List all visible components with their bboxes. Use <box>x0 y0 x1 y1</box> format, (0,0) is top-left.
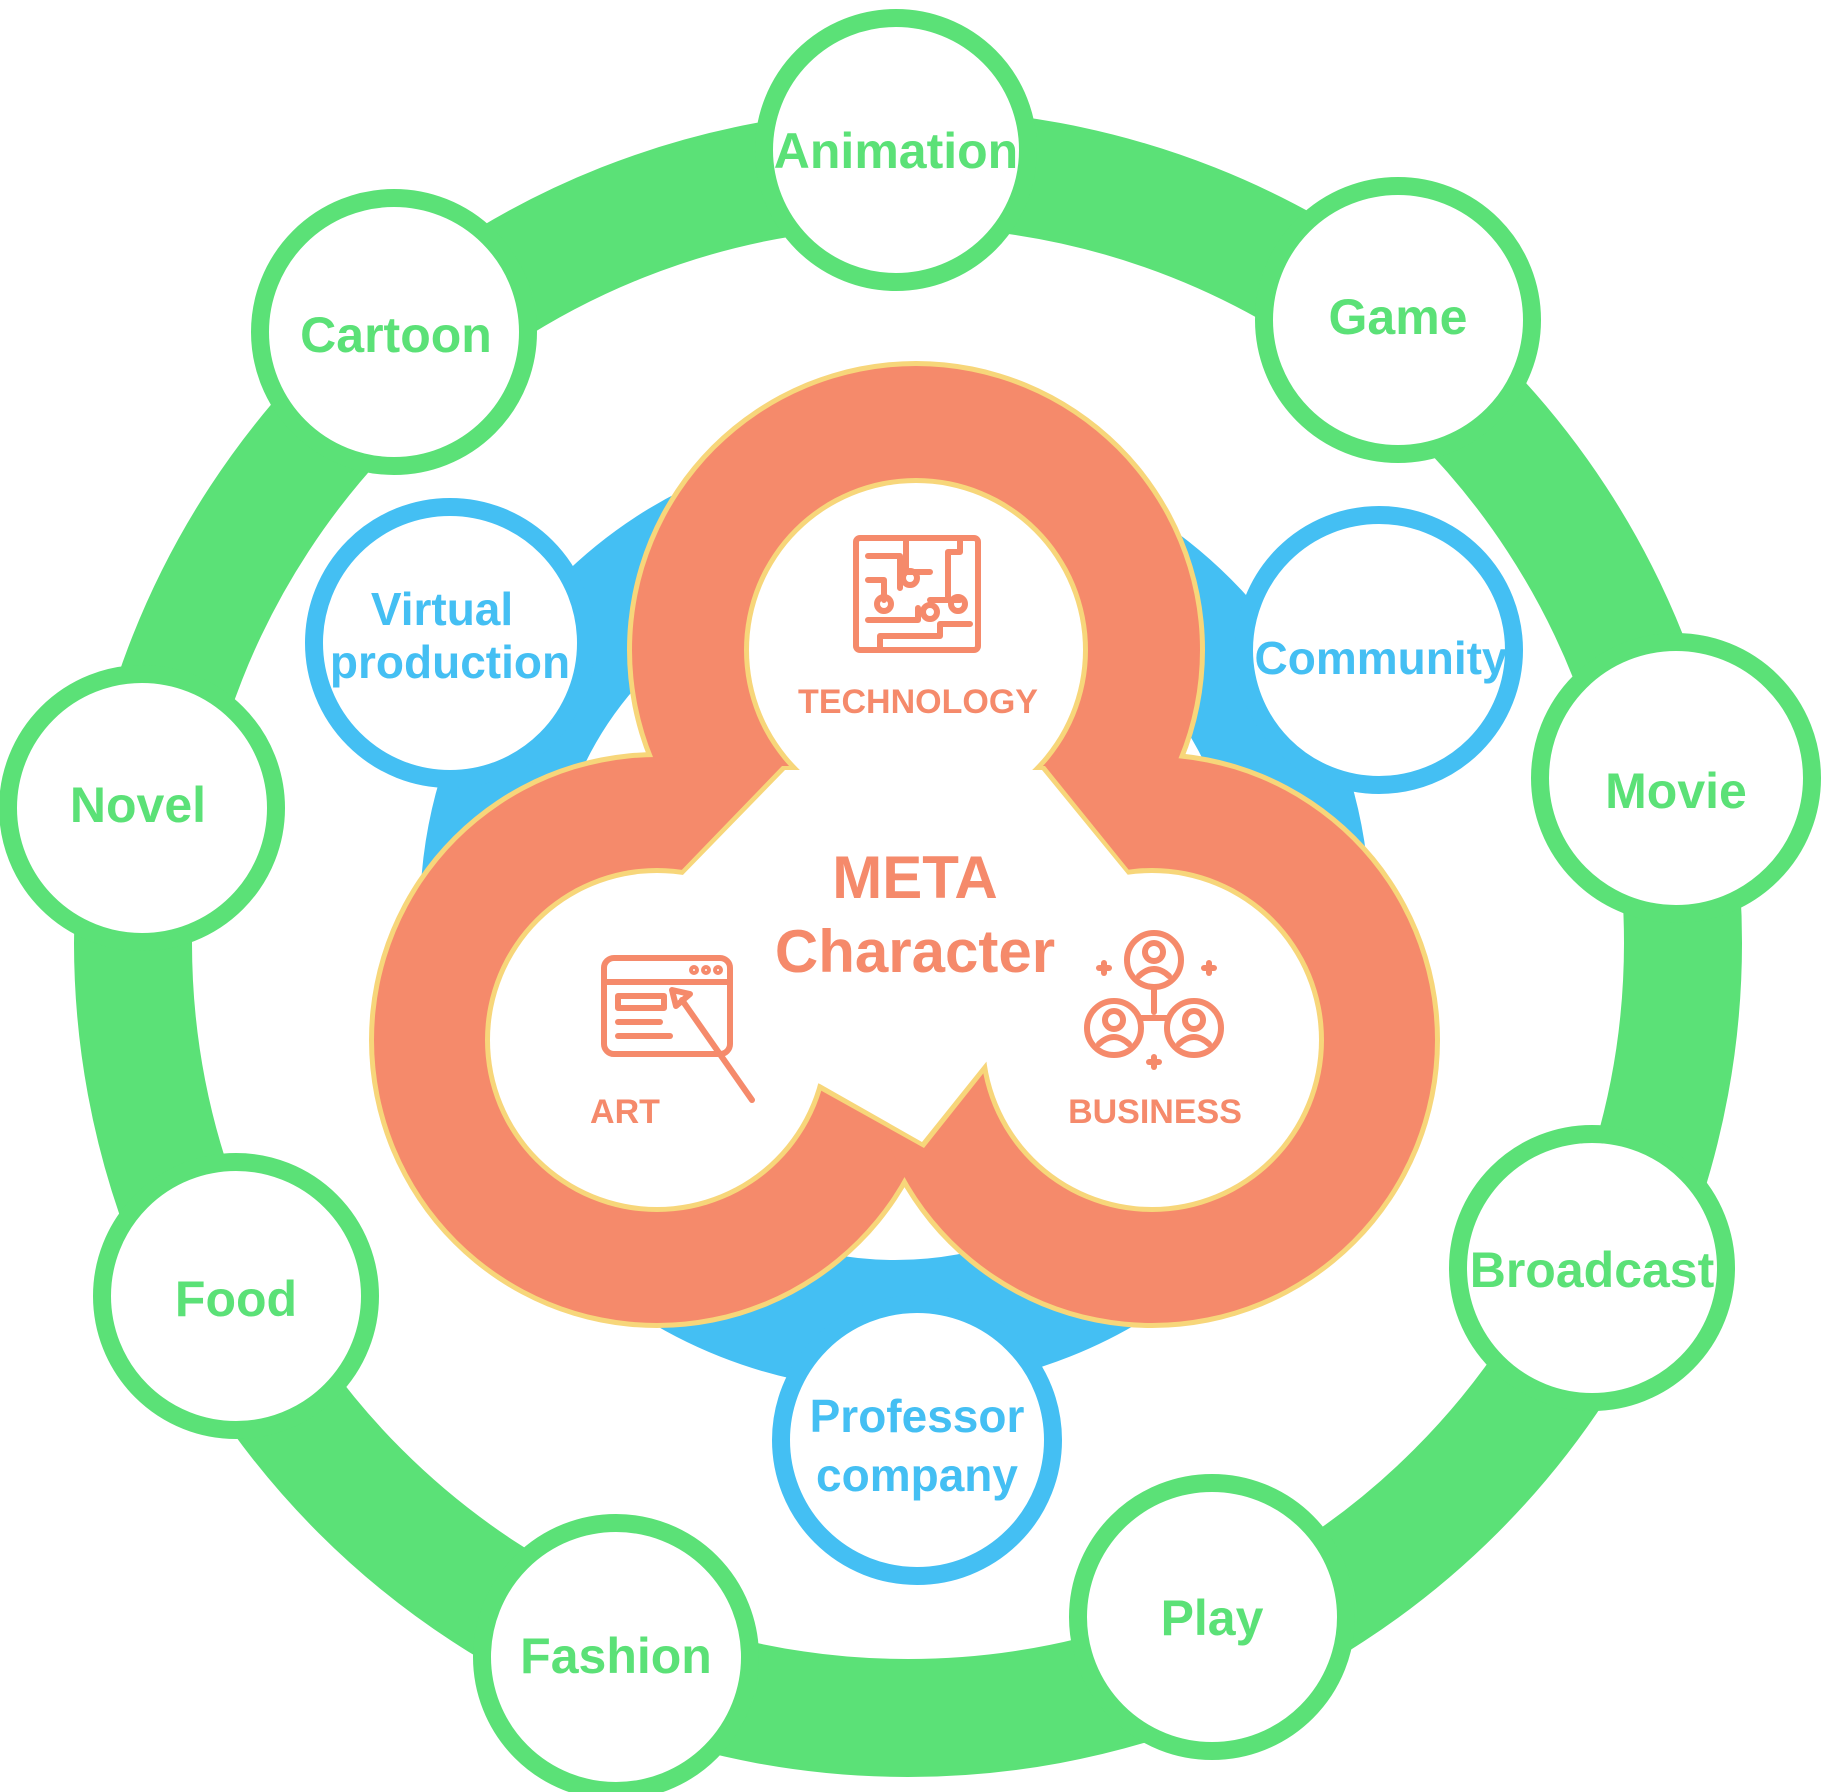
middle-node-professor-company: Professor company <box>772 1295 1062 1585</box>
outer-node-play: Play <box>1069 1474 1355 1760</box>
lobe-business: BUSINESS <box>1068 930 1242 1131</box>
outer-node-label: Novel <box>70 777 206 833</box>
outer-node-food: Food <box>93 1153 379 1439</box>
outer-node-game: Game <box>1255 177 1541 463</box>
outer-node-broadcast: Broadcast <box>1449 1125 1735 1411</box>
outer-node-label: Fashion <box>520 1628 712 1684</box>
outer-node-fashion: Fashion <box>473 1514 759 1792</box>
middle-node-label-line2: company <box>816 1449 1018 1501</box>
center-title-line2: Character <box>775 918 1055 985</box>
outer-node-label: Game <box>1329 289 1468 345</box>
lobe-label: BUSINESS <box>1068 1093 1242 1131</box>
middle-node-virtual-production: Virtual production <box>305 498 595 788</box>
outer-node-label: Cartoon <box>300 307 492 363</box>
art-canvas-brush-icon <box>601 955 755 1103</box>
outer-node-novel: Novel <box>0 665 285 951</box>
lobe-label: ART <box>590 1093 660 1131</box>
lobe-label: TECHNOLOGY <box>798 683 1038 721</box>
outer-node-label: Food <box>175 1271 297 1327</box>
circuit-board-icon <box>853 535 981 653</box>
outer-node-label: Animation <box>774 123 1018 179</box>
team-network-icon <box>1084 930 1224 1070</box>
center-title-line1: META <box>832 844 998 911</box>
outer-node-label: Movie <box>1605 763 1747 819</box>
outer-node-animation: Animation <box>755 9 1037 291</box>
middle-node-label-line1: Virtual <box>371 583 513 635</box>
outer-node-movie: Movie <box>1531 633 1821 923</box>
middle-node-label-line1: Community <box>1255 632 1508 684</box>
core-trefoil <box>369 361 1440 1328</box>
outer-node-cartoon: Cartoon <box>251 189 537 475</box>
lobe-art: ART <box>590 955 755 1131</box>
middle-node-community: Community <box>1235 506 1523 794</box>
outer-node-label: Broadcast <box>1470 1242 1715 1298</box>
middle-node-label-line2: production <box>330 636 570 688</box>
lobe-technology: TECHNOLOGY <box>798 535 1038 721</box>
middle-node-label-line1: Professor <box>810 1390 1025 1442</box>
outer-node-label: Play <box>1161 1590 1264 1646</box>
